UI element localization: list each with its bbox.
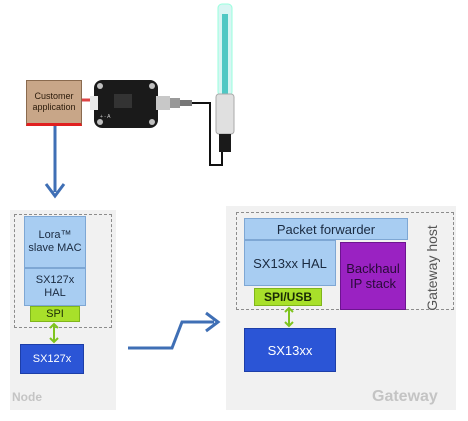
sx13xx-hal-block: SX13xx HAL: [244, 240, 336, 286]
customer-application-box: Customer application: [26, 80, 82, 126]
arrow-customer-to-node: [44, 126, 66, 199]
sx127x-hal-label: SX127x HAL: [35, 274, 75, 299]
gateway-spi-link: [284, 306, 294, 328]
packet-forwarder-block: Packet forwarder: [244, 218, 408, 240]
probe-cable: [192, 102, 223, 166]
packet-forwarder-label: Packet forwarder: [276, 221, 376, 237]
spi-usb-block: SPI/USB: [254, 288, 322, 306]
spi-label: SPI: [46, 308, 64, 320]
spi-block: SPI: [30, 306, 80, 322]
sx13xx-radio-label: SX13xx: [267, 342, 313, 358]
spi-usb-label: SPI/USB: [263, 290, 312, 304]
sx127x-radio-label: SX127x: [32, 353, 72, 365]
arrow-node-to-gateway: [128, 311, 221, 350]
node-spi-link: [49, 322, 59, 344]
backhaul-ip-stack-block: Backhaul IP stack: [340, 242, 406, 310]
sx127x-radio-block: SX127x: [20, 344, 84, 374]
backhaul-ip-stack-label: Backhaul IP stack: [346, 261, 400, 291]
ph-probe: [215, 3, 235, 152]
lora-slave-mac-label: Lora™ slave MAC: [28, 229, 82, 254]
gateway-host-label: Gateway host: [424, 225, 441, 311]
bnc-connector: [156, 96, 192, 110]
sensor-board: + - A: [90, 80, 158, 128]
svg-text:+ - A: + - A: [100, 114, 111, 120]
lora-slave-mac-block: Lora™ slave MAC: [24, 216, 86, 268]
sx13xx-hal-label: SX13xx HAL: [253, 255, 327, 271]
gateway-label: Gateway: [372, 388, 438, 405]
node-dashed-boundary: [14, 214, 112, 328]
sx13xx-radio-block: SX13xx: [244, 328, 336, 372]
node-label: Node: [12, 390, 42, 404]
sx127x-hal-block: SX127x HAL: [24, 268, 86, 306]
customer-application-label: Customer application: [32, 91, 76, 112]
gateway-host-label-wrapper: Gateway host: [412, 225, 452, 311]
